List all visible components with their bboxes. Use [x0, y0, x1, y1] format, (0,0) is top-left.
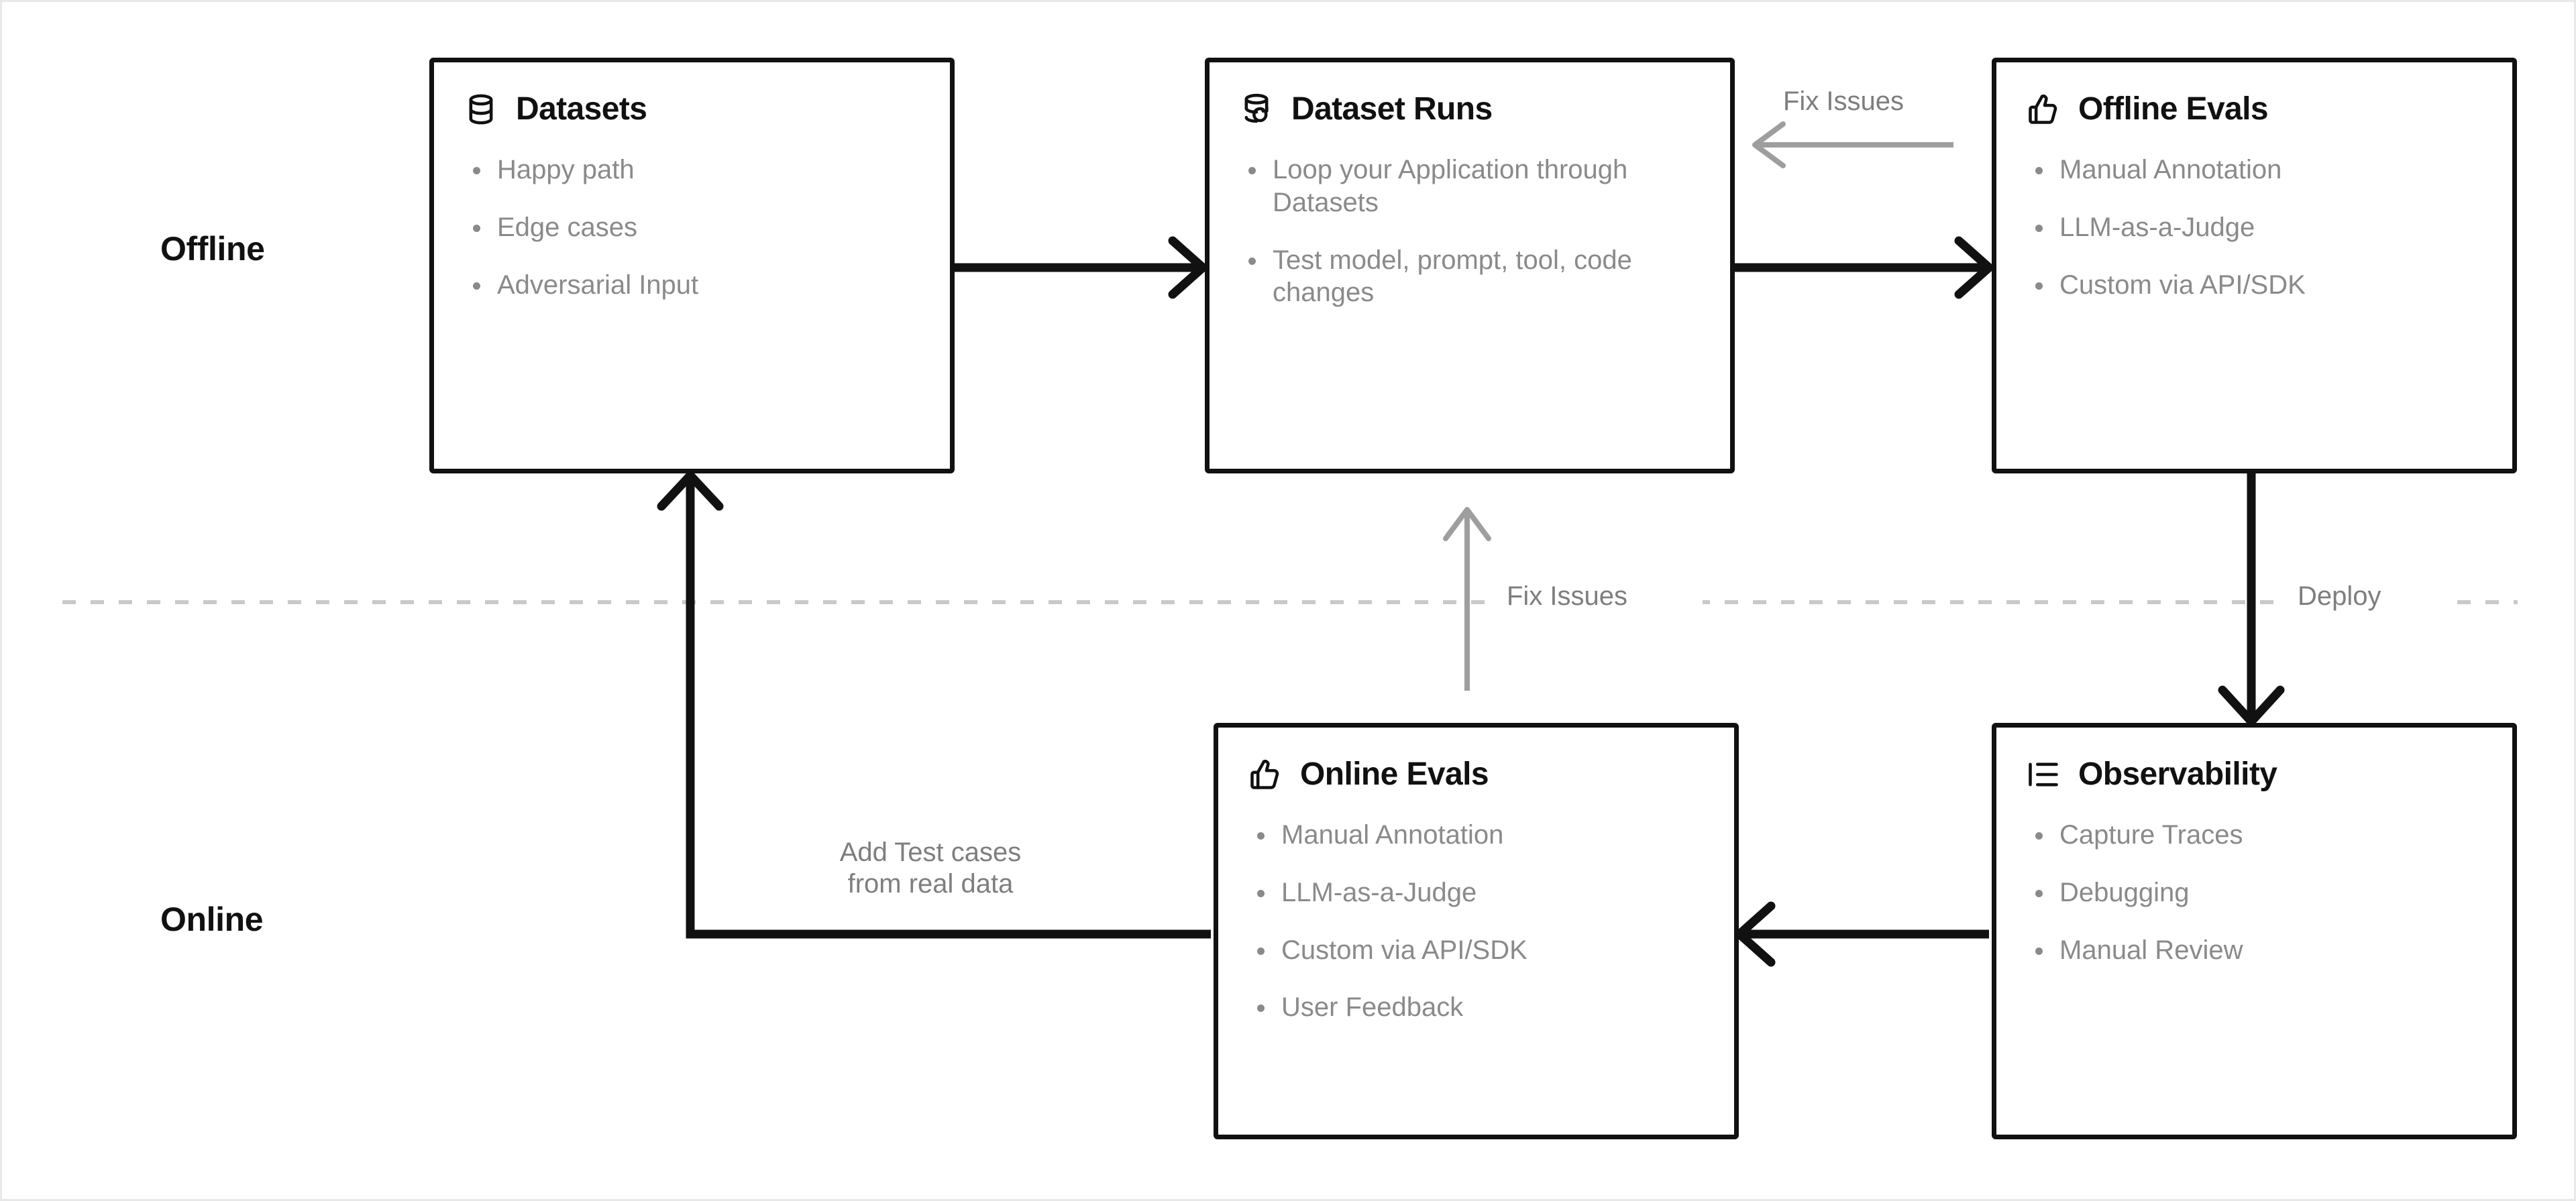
node-datasets[interactable]: Datasets Happy path Edge cases Adversari…	[429, 58, 955, 473]
list-item: Custom via API/SDK	[1248, 934, 1707, 967]
node-offline-evals-title: Offline Evals	[2078, 91, 2269, 127]
node-online-evals-bullets: Manual Annotation LLM-as-a-Judge Custom …	[1248, 819, 1707, 1024]
list-item: Capture Traces	[2026, 819, 2485, 852]
node-datasets-header: Datasets	[464, 92, 923, 127]
node-online-evals[interactable]: Online Evals Manual Annotation LLM-as-a-…	[1214, 723, 1739, 1139]
lane-label-online: Online	[160, 901, 264, 938]
list-item: LLM-as-a-Judge	[1248, 876, 1707, 909]
node-observability-header: Observability	[2026, 757, 2485, 792]
node-offline-evals-bullets: Manual Annotation LLM-as-a-Judge Custom …	[2026, 154, 2485, 301]
list-item: Happy path	[464, 154, 923, 186]
node-observability[interactable]: Observability Capture Traces Debugging M…	[1992, 723, 2517, 1139]
edge-online-evals-to-dataset-runs	[1443, 507, 1491, 691]
list-item: Custom via API/SDK	[2026, 269, 2485, 302]
list-item: Edge cases	[464, 211, 923, 244]
list-item: Manual Review	[2026, 934, 2485, 967]
edge-observability-to-online-evals	[1735, 901, 1989, 967]
node-observability-bullets: Capture Traces Debugging Manual Review	[2026, 819, 2485, 966]
edge-label-add-test-cases: Add Test cases from real data	[839, 838, 1022, 899]
database-icon	[464, 92, 498, 127]
list-item: Debugging	[2026, 876, 2485, 909]
node-offline-evals[interactable]: Offline Evals Manual Annotation LLM-as-a…	[1992, 58, 2517, 473]
list-item: Test model, prompt, tool, code changes	[1239, 244, 1703, 310]
node-dataset-runs-bullets: Loop your Application through Datasets T…	[1239, 154, 1703, 309]
node-online-evals-header: Online Evals	[1248, 757, 1707, 792]
list-item: Manual Annotation	[2026, 154, 2485, 186]
edge-offline-evals-to-observability	[2218, 473, 2285, 726]
list-item: Loop your Application through Datasets	[1239, 154, 1703, 219]
edge-label-fix-issues-top: Fix Issues	[1783, 87, 1904, 116]
edge-offline-evals-to-dataset-runs	[1752, 121, 1953, 168]
list-item: Manual Annotation	[1248, 819, 1707, 852]
node-dataset-runs-title: Dataset Runs	[1291, 91, 1493, 127]
list-item: LLM-as-a-Judge	[2026, 211, 2485, 244]
node-dataset-runs[interactable]: Dataset Runs Loop your Application throu…	[1205, 58, 1735, 473]
edge-label-deploy: Deploy	[2298, 581, 2381, 611]
edge-dataset-runs-to-offline-evals	[1735, 236, 1994, 299]
list-tree-icon	[2026, 757, 2061, 792]
thumbs-up-icon	[1248, 757, 1283, 792]
database-refresh-icon	[1239, 92, 1274, 127]
node-dataset-runs-header: Dataset Runs	[1239, 92, 1703, 127]
node-offline-evals-header: Offline Evals	[2026, 92, 2485, 127]
edge-label-fix-issues-divider: Fix Issues	[1507, 581, 1628, 611]
list-item: User Feedback	[1248, 991, 1707, 1024]
node-online-evals-title: Online Evals	[1300, 756, 1489, 792]
node-datasets-title: Datasets	[516, 91, 647, 127]
node-observability-title: Observability	[2078, 756, 2277, 792]
node-datasets-bullets: Happy path Edge cases Adversarial Input	[464, 154, 923, 301]
edge-datasets-to-dataset-runs	[955, 236, 1208, 299]
lane-label-offline: Offline	[160, 230, 265, 268]
list-item: Adversarial Input	[464, 269, 923, 302]
thumbs-up-icon	[2026, 92, 2061, 127]
